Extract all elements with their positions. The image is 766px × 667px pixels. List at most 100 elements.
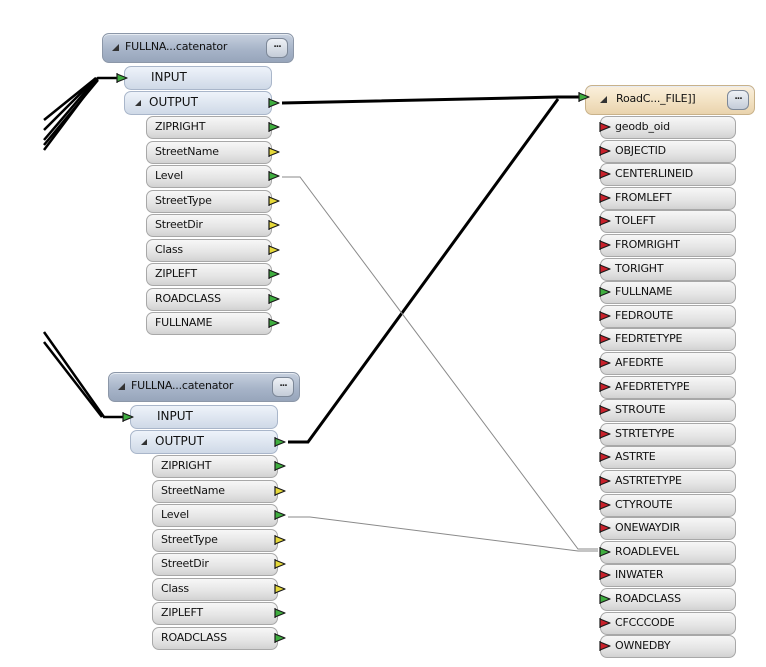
incoming-wires-bottom[interactable] — [42, 331, 128, 419]
attribute-row[interactable]: FULLNAME — [146, 312, 272, 335]
input-port-flag-icon[interactable] — [599, 617, 611, 628]
collapse-triangle-icon[interactable] — [600, 96, 607, 103]
destination-attribute-row[interactable]: TORIGHT — [600, 257, 736, 281]
input-port-flag-icon[interactable] — [599, 310, 611, 321]
wire-output2-to-dest[interactable] — [288, 98, 560, 444]
destination-attribute-row[interactable]: ASTRTETYPE — [600, 470, 736, 493]
attribute-row[interactable]: ZIPLEFT — [146, 263, 272, 286]
output-port-flag-icon[interactable] — [268, 98, 280, 108]
input-port-flag-icon[interactable] — [599, 523, 611, 534]
transformer-header[interactable]: FULLNA...catenator ... — [108, 372, 300, 402]
attribute-row[interactable]: ZIPRIGHT — [146, 116, 272, 139]
destination-attribute-row[interactable]: FROMLEFT — [600, 186, 736, 210]
wire-output1-to-dest[interactable] — [281, 95, 582, 105]
output-port[interactable]: OUTPUT — [124, 91, 272, 115]
transformer-header[interactable]: FULLNA...catenator ... — [102, 33, 294, 63]
destination-attribute-row[interactable]: ROADLEVEL — [600, 540, 736, 564]
attribute-row[interactable]: ROADCLASS — [146, 287, 272, 311]
input-port-flag-icon[interactable] — [578, 92, 590, 102]
input-port-flag-icon[interactable] — [599, 452, 611, 463]
destination-attribute-row[interactable]: CTYROUTE — [600, 493, 736, 517]
output-port-flag-icon[interactable] — [274, 510, 286, 520]
attribute-row[interactable]: Class — [146, 238, 272, 262]
output-port-flag-icon[interactable] — [274, 534, 286, 545]
attribute-row[interactable]: StreetDir — [152, 553, 278, 576]
input-port-flag-icon[interactable] — [116, 73, 128, 83]
attribute-row[interactable]: StreetName — [152, 479, 278, 503]
output-port-flag-icon[interactable] — [268, 122, 280, 132]
output-port-flag-icon[interactable] — [268, 269, 280, 279]
input-port-flag-icon[interactable] — [122, 412, 134, 422]
input-port-flag-icon[interactable] — [599, 405, 611, 416]
more-options-button[interactable]: ... — [272, 377, 294, 397]
destination-attribute-row[interactable]: ROADCLASS — [600, 588, 736, 611]
input-port-flag-icon[interactable] — [599, 263, 611, 274]
destination-attribute-row[interactable]: TOLEFT — [600, 210, 736, 234]
attribute-row[interactable]: ZIPLEFT — [152, 602, 278, 625]
input-port-flag-icon[interactable] — [599, 428, 611, 439]
attribute-row[interactable]: StreetType — [152, 528, 278, 552]
input-port-flag-icon[interactable] — [599, 499, 611, 510]
attribute-row[interactable]: ROADCLASS — [152, 626, 278, 650]
incoming-wires-top[interactable] — [43, 76, 122, 151]
output-port-flag-icon[interactable] — [268, 220, 280, 230]
output-port-flag-icon[interactable] — [268, 195, 280, 206]
destination-attribute-row[interactable]: INWATER — [600, 564, 736, 588]
input-port-flag-icon[interactable] — [599, 192, 611, 203]
destination-attribute-row[interactable]: geodb_oid — [600, 116, 736, 139]
destination-attribute-row[interactable]: AFEDRTETYPE — [600, 375, 736, 399]
output-port[interactable]: OUTPUT — [130, 430, 278, 454]
input-port-flag-icon[interactable] — [599, 476, 611, 486]
attribute-row[interactable]: StreetType — [146, 189, 272, 213]
output-port-flag-icon[interactable] — [274, 559, 286, 569]
output-port-flag-icon[interactable] — [268, 171, 280, 181]
destination-attribute-row[interactable]: OWNEDBY — [600, 635, 736, 659]
destination-attribute-row[interactable]: OBJECTID — [600, 139, 736, 163]
more-options-button[interactable]: ... — [266, 38, 288, 58]
input-port-flag-icon[interactable] — [599, 381, 611, 392]
output-port-flag-icon[interactable] — [274, 583, 286, 594]
destination-attribute-row[interactable]: ONEWAYDIR — [600, 517, 736, 541]
output-port-flag-icon[interactable] — [268, 244, 280, 255]
more-options-button[interactable]: ... — [727, 90, 749, 110]
output-port-flag-icon[interactable] — [268, 318, 280, 328]
output-port-flag-icon[interactable] — [274, 461, 286, 471]
destination-attribute-row[interactable]: FULLNAME — [600, 281, 736, 305]
destination-attribute-row[interactable]: ASTRTE — [600, 446, 736, 470]
input-port-flag-icon[interactable] — [599, 122, 611, 132]
collapse-triangle-icon[interactable] — [118, 383, 125, 390]
input-port-flag-icon[interactable] — [599, 641, 611, 652]
output-port-flag-icon[interactable] — [268, 146, 280, 157]
input-port-flag-icon[interactable] — [599, 169, 611, 180]
wire-level2-to-roadlevel[interactable] — [288, 516, 598, 552]
attribute-row[interactable]: ZIPRIGHT — [152, 455, 278, 478]
destination-attribute-row[interactable]: STROUTE — [600, 399, 736, 423]
input-port-flag-icon[interactable] — [599, 240, 611, 250]
destination-attribute-row[interactable]: STRTETYPE — [600, 422, 736, 446]
destination-header[interactable]: RoadC..._FILE]] ... — [585, 85, 755, 115]
wire-level1-to-roadlevel[interactable] — [282, 176, 598, 550]
input-port-flag-icon[interactable] — [599, 594, 611, 604]
collapse-triangle-icon[interactable] — [141, 439, 147, 445]
destination-attribute-row[interactable]: FEDRTETYPE — [600, 328, 736, 352]
input-port-flag-icon[interactable] — [599, 546, 611, 557]
attribute-row[interactable]: StreetName — [146, 140, 272, 164]
collapse-triangle-icon[interactable] — [112, 44, 119, 51]
destination-attribute-row[interactable]: FEDROUTE — [600, 304, 736, 328]
collapse-triangle-icon[interactable] — [135, 100, 141, 106]
attribute-row[interactable]: StreetDir — [146, 214, 272, 237]
destination-attribute-row[interactable]: AFEDRTE — [600, 352, 736, 375]
input-port-flag-icon[interactable] — [599, 334, 611, 345]
input-port-flag-icon[interactable] — [599, 287, 611, 298]
output-port-flag-icon[interactable] — [274, 485, 286, 496]
attribute-row[interactable]: Level — [152, 504, 278, 527]
output-port-flag-icon[interactable] — [268, 293, 280, 304]
input-port[interactable]: INPUT — [124, 66, 272, 90]
attribute-row[interactable]: Class — [152, 577, 278, 601]
destination-attribute-row[interactable]: FROMRIGHT — [600, 234, 736, 257]
input-port-flag-icon[interactable] — [599, 358, 611, 368]
destination-attribute-row[interactable]: CENTERLINEID — [600, 163, 736, 187]
output-port-flag-icon[interactable] — [274, 608, 286, 618]
destination-attribute-row[interactable]: CFCCCODE — [600, 611, 736, 635]
output-port-flag-icon[interactable] — [274, 632, 286, 643]
